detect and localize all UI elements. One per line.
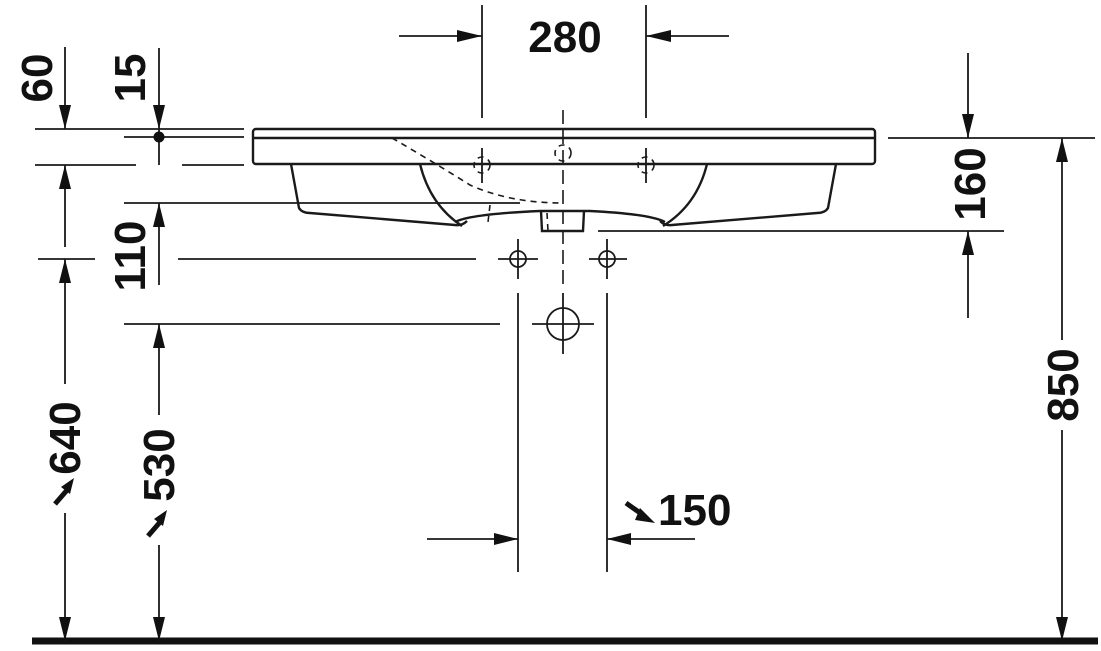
overflow-channel-hidden xyxy=(391,137,655,232)
basin-outline xyxy=(251,127,877,233)
dim-basin-depth: 160 xyxy=(598,53,1095,318)
drain-connection xyxy=(532,293,594,354)
note-arrow-icon xyxy=(53,478,74,506)
dim-rim-height: 850 xyxy=(1039,138,1088,641)
waste-hole-left xyxy=(498,239,538,279)
dim-label-60: 60 xyxy=(13,54,62,103)
dim-waste-holes-spacing: 150 xyxy=(427,293,731,572)
dim-waste-holes-height: 640 xyxy=(41,259,90,641)
note-arrow-icon xyxy=(146,510,167,538)
dim-label-150: 150 xyxy=(658,486,731,535)
waste-hole-right xyxy=(589,239,627,279)
dim-label-110: 110 xyxy=(106,221,155,292)
dim-label-15: 15 xyxy=(106,54,155,103)
dim-tap-spacing: 280 xyxy=(399,5,729,118)
dim-rim-to-waste-holes: 110 xyxy=(38,202,520,292)
tap-hole-markers xyxy=(464,148,664,183)
dim-overflow-offset: 15 xyxy=(106,48,244,165)
dim-label-530: 530 xyxy=(135,428,184,501)
dim-label-640: 640 xyxy=(41,401,90,474)
dim-drain-height: 530 xyxy=(124,323,500,641)
note-arrow-icon xyxy=(624,500,655,523)
dim-label-850: 850 xyxy=(1039,348,1088,421)
dim-label-160: 160 xyxy=(946,147,995,220)
dim-rim-to-overflow: 60 xyxy=(13,47,244,247)
dim-label-280: 280 xyxy=(528,13,601,62)
